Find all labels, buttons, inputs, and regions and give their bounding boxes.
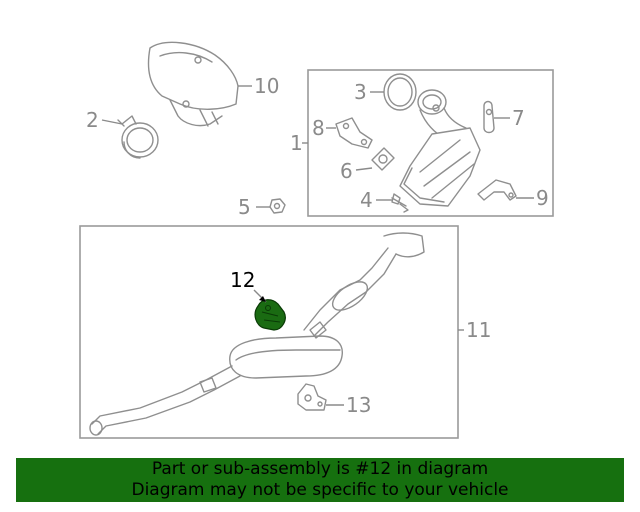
callout-13[interactable]: 13 xyxy=(346,393,371,417)
part-12-rubber-insulator[interactable] xyxy=(254,299,286,331)
callout-11[interactable]: 11 xyxy=(466,318,491,342)
part-11-exhaust-system[interactable] xyxy=(89,232,425,436)
callout-9[interactable]: 9 xyxy=(536,186,549,210)
part-7-hanger[interactable] xyxy=(483,100,495,134)
callout-4[interactable]: 4 xyxy=(360,188,373,212)
callout-10[interactable]: 10 xyxy=(254,74,279,98)
banner-line-1: Part or sub-assembly is #12 in diagram xyxy=(151,459,489,479)
part-4-bolt[interactable] xyxy=(391,193,409,213)
part-6-gasket[interactable] xyxy=(371,147,395,171)
part-10-heat-shield[interactable] xyxy=(147,41,239,127)
info-banner: Part or sub-assembly is #12 in diagram D… xyxy=(16,458,624,502)
part-8-bracket[interactable] xyxy=(335,117,373,149)
part-9-bracket[interactable] xyxy=(477,179,517,201)
part-13-bracket[interactable] xyxy=(297,383,327,411)
part-12-body xyxy=(254,299,286,331)
part-2-clamp[interactable] xyxy=(117,115,159,159)
callout-8[interactable]: 8 xyxy=(312,116,325,140)
leader-6 xyxy=(355,167,373,171)
leader-2 xyxy=(101,119,123,125)
muffler-group-box xyxy=(79,225,459,439)
catalytic-converter[interactable] xyxy=(399,89,481,207)
part-3-gasket[interactable] xyxy=(383,73,417,111)
callout-2[interactable]: 2 xyxy=(86,108,99,132)
part-5-nut[interactable] xyxy=(269,198,286,214)
callout-5[interactable]: 5 xyxy=(238,195,251,219)
callout-7[interactable]: 7 xyxy=(512,106,525,130)
callout-3[interactable]: 3 xyxy=(354,80,367,104)
parts-diagram: 10 2 5 1 3 8 6 4 xyxy=(79,41,554,439)
callout-12[interactable]: 12 xyxy=(230,268,255,292)
banner-line-2: Diagram may not be specific to your vehi… xyxy=(131,480,509,500)
callout-1[interactable]: 1 xyxy=(290,131,303,155)
callout-6[interactable]: 6 xyxy=(340,159,353,183)
leader-12-arrow xyxy=(259,296,266,302)
